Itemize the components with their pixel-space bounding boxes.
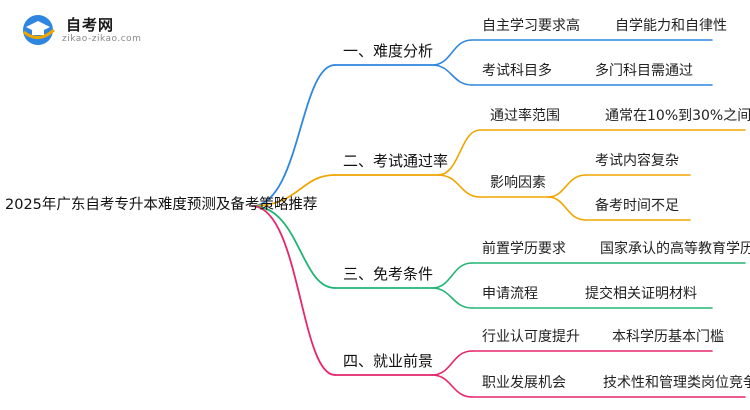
branch-2-child-1: 通过率范围 <box>490 108 560 124</box>
connector-b2-c1 <box>437 129 481 176</box>
branch-4-leaf-2: 技术性和管理类岗位竞争力 <box>603 375 750 391</box>
branch-4-label: 四、就业前景 <box>343 352 434 370</box>
connector-root-branch-2 <box>251 174 336 207</box>
graduation-cap-icon <box>23 15 55 45</box>
branch-2-leaf-1: 通常在10%到30%之间 <box>605 108 750 124</box>
branch-3-leaf-1: 国家承认的高等教育学历 <box>600 241 750 257</box>
logo-url: zikao-zikao.com <box>62 34 142 44</box>
connector-b3-c1 <box>431 262 473 289</box>
branch-1-child-1: 自主学习要求高 <box>482 18 580 34</box>
branch-2-label: 二、考试通过率 <box>343 152 449 170</box>
branch-2-leaf-2b: 备考时间不足 <box>595 198 679 214</box>
branch-3-child-2: 申请流程 <box>482 286 538 302</box>
connector-b1-c1 <box>431 39 473 66</box>
branch-3-child-1: 前置学历要求 <box>482 241 566 257</box>
connector-b2-c2-leaf-b <box>547 196 587 221</box>
branch-2-child-2: 影响因素 <box>490 175 546 191</box>
branch-2-leaf-2a: 考试内容复杂 <box>595 153 679 169</box>
connector-b1-c2 <box>431 64 473 86</box>
connector-b2-c2-leaf-a <box>547 174 587 198</box>
branch-1-child-2: 考试科目多 <box>482 63 552 79</box>
logo-title: 自考网 <box>66 16 115 34</box>
logo: 自考网 zikao-zikao.com <box>14 10 164 50</box>
branch-1-label: 一、难度分析 <box>343 42 434 60</box>
branch-3-label: 三、免考条件 <box>343 265 434 283</box>
connector-root-branch-1 <box>251 64 336 207</box>
connector-b2-c2 <box>437 174 481 198</box>
branch-1-leaf-2: 多门科目需通过 <box>595 63 693 79</box>
branch-4-leaf-1: 本科学历基本门槛 <box>612 329 724 345</box>
connector-root-branch-3 <box>251 205 336 289</box>
branch-1-leaf-1: 自学能力和自律性 <box>615 18 727 34</box>
connector-root-branch-4 <box>251 205 336 376</box>
branch-4-child-1: 行业认可度提升 <box>482 329 580 345</box>
branch-4-child-2: 职业发展机会 <box>482 375 566 391</box>
branch-3-leaf-2: 提交相关证明材料 <box>585 286 697 302</box>
connector-b3-c2 <box>431 287 473 309</box>
connector-b4-c1 <box>431 350 473 376</box>
connector-b4-c2 <box>431 374 473 398</box>
root-topic: 2025年广东自考专升本难度预测及备考策略推荐 <box>5 197 318 213</box>
